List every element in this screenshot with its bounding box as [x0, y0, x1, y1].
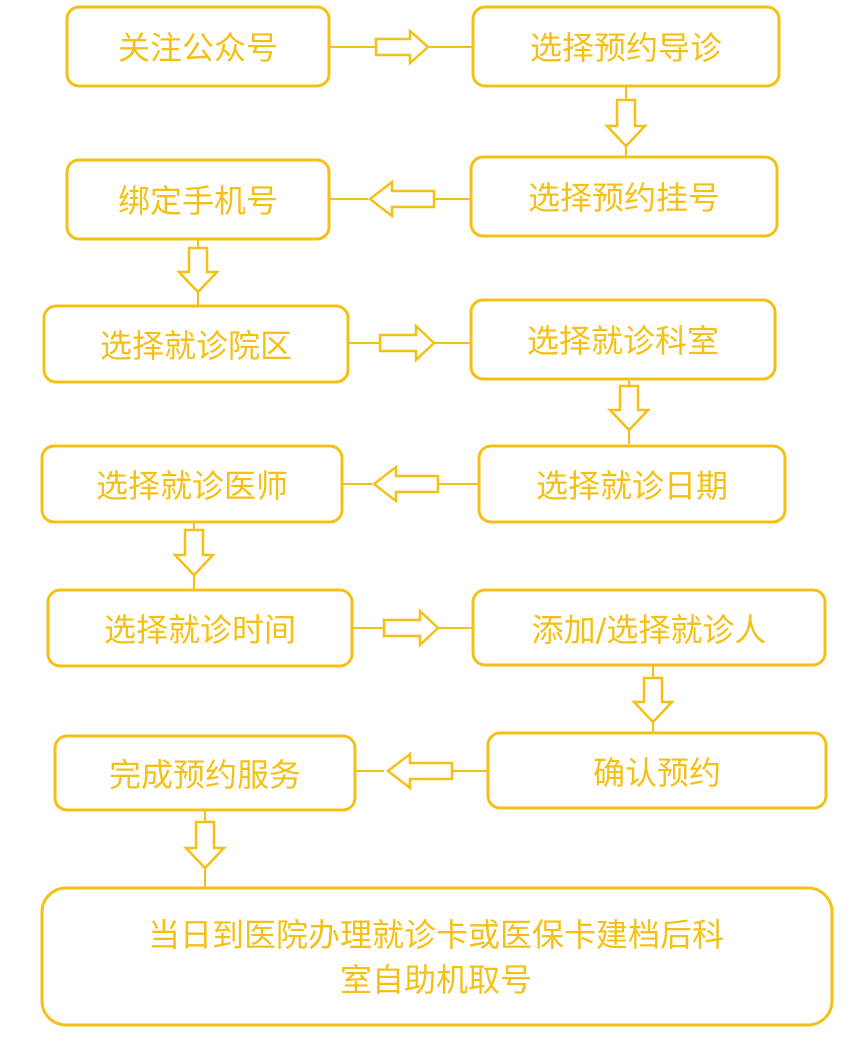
down-arrow-icon	[176, 239, 220, 306]
step-label-add-select-patient: 添加/选择就诊人	[532, 611, 767, 649]
step-label-complete-service: 完成预约服务	[109, 756, 301, 794]
step-label-final-line1: 当日到医院办理就诊卡或医保卡建档后科	[148, 916, 724, 954]
step-label-select-department: 选择就诊科室	[527, 322, 719, 360]
down-arrow-icon	[183, 810, 227, 888]
down-arrow-icon	[631, 665, 675, 734]
step-label-select-appointment-guide: 选择预约导诊	[530, 29, 722, 67]
step-box-follow-account	[65, 5, 331, 88]
step-box-final	[40, 886, 834, 1027]
left-arrow-icon	[330, 179, 471, 219]
step-label-confirm-appointment: 确认预约	[593, 754, 721, 792]
down-arrow-icon	[604, 86, 648, 156]
step-label-select-doctor: 选择就诊医师	[96, 467, 288, 505]
down-arrow-icon	[607, 379, 651, 444]
down-arrow-icon	[172, 522, 216, 590]
right-arrow-icon	[352, 608, 473, 648]
step-box-select-department	[469, 298, 777, 381]
step-label-final-line2: 室自助机取号	[340, 961, 532, 999]
step-label-select-date: 选择就诊日期	[536, 467, 728, 505]
left-arrow-icon	[342, 464, 479, 504]
left-arrow-icon	[355, 751, 488, 791]
step-label-select-time: 选择就诊时间	[104, 611, 296, 649]
step-box-select-appointment-register	[469, 155, 779, 238]
right-arrow-icon	[330, 28, 473, 66]
step-label-bind-phone: 绑定手机号	[118, 182, 278, 220]
step-label-follow-account: 关注公众号	[118, 29, 278, 67]
right-arrow-icon	[348, 323, 471, 363]
step-label-select-campus: 选择就诊院区	[100, 327, 292, 365]
step-label-select-appointment-register: 选择预约挂号	[528, 179, 720, 217]
